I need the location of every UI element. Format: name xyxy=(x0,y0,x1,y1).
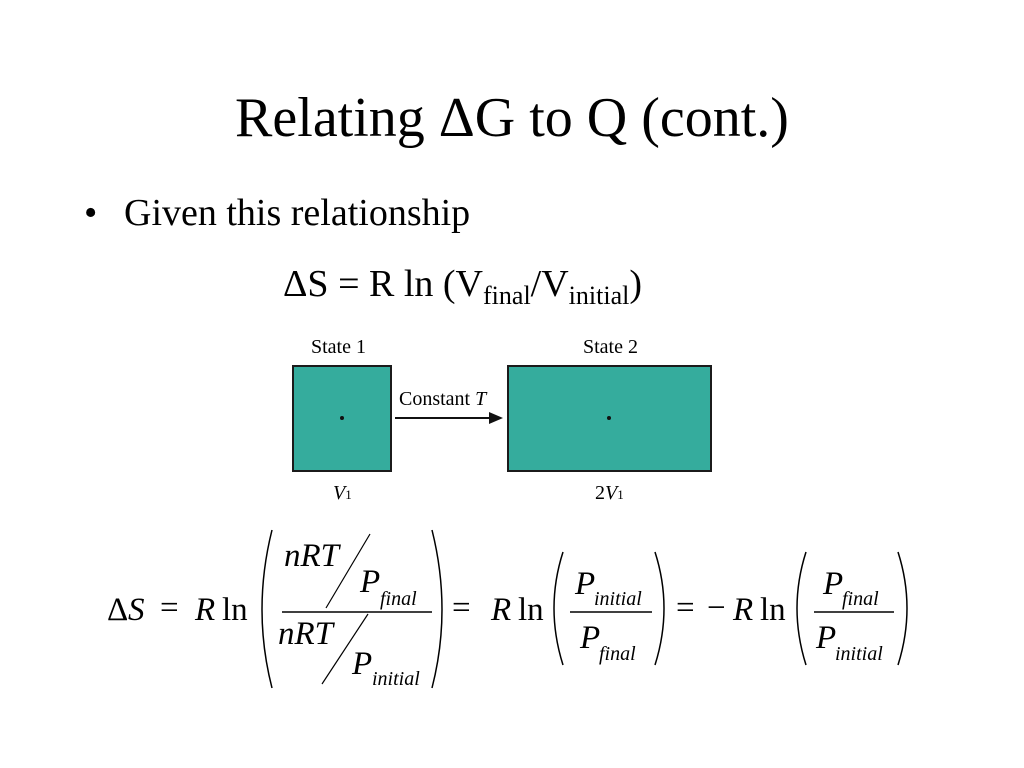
bullet-marker: • xyxy=(84,192,98,234)
paren-left-1 xyxy=(261,529,273,689)
eq2-P-2: P xyxy=(352,646,373,682)
eq2-delta: Δ xyxy=(107,592,129,628)
eq1-close: ) xyxy=(629,263,642,305)
eq2-P-5: P xyxy=(823,566,844,602)
eq1-sub-initial: initial xyxy=(568,281,630,310)
arrow-head xyxy=(489,412,503,424)
eq2-ln-1: ln xyxy=(222,592,248,628)
eq2-initial-2: initial xyxy=(594,588,642,610)
eq2-R-1: R xyxy=(195,592,216,628)
eq2-P-4: P xyxy=(580,620,601,656)
state1-point xyxy=(340,416,344,420)
v2-label: 2V1 xyxy=(595,482,624,504)
eq2-eq-3: = xyxy=(676,590,695,626)
eq2-initial-3: initial xyxy=(835,643,883,665)
bullet-item: • Given this relationship xyxy=(84,188,470,238)
slash-2 xyxy=(321,613,369,685)
eq2-ln-2: ln xyxy=(518,592,544,628)
eq2-nRT-2: nRT xyxy=(278,616,334,652)
entropy-volume-equation: ΔS = R ln (Vfinal/Vinitial) xyxy=(283,258,642,310)
paren-left-2 xyxy=(553,551,564,666)
eq2-eq-2: = xyxy=(452,590,471,626)
eq2-final-3: final xyxy=(842,588,879,610)
eq2-initial-1: initial xyxy=(372,668,420,690)
eq1-sub-final: final xyxy=(483,281,531,310)
state2-label: State 2 xyxy=(583,336,638,358)
arrow-shaft xyxy=(395,417,491,419)
eq2-minus: − xyxy=(707,590,726,626)
eq2-S: S xyxy=(128,592,145,628)
paren-right-1 xyxy=(431,529,443,689)
eq1-lhs: ΔS = R ln (V xyxy=(283,263,484,305)
paren-left-3 xyxy=(796,551,807,666)
eq2-final-1: final xyxy=(380,588,417,610)
eq2-nRT-1: nRT xyxy=(284,538,340,574)
paren-right-3 xyxy=(897,551,908,666)
eq2-ln-3: ln xyxy=(760,592,786,628)
state2-point xyxy=(607,416,611,420)
v1-label: V1 xyxy=(333,482,352,504)
slash-1 xyxy=(325,533,371,609)
slide-title: Relating ΔG to Q (cont.) xyxy=(235,87,789,149)
eq2-P-1: P xyxy=(360,564,381,600)
eq2-R-3: R xyxy=(733,592,754,628)
bullet-text: Given this relationship xyxy=(124,192,471,234)
expansion-diagram: State 1 State 2 Constant T V1 2V1 xyxy=(285,334,725,509)
eq1-slash: /V xyxy=(530,263,569,305)
eq2-eq-1: = xyxy=(160,590,179,626)
eq2-R-2: R xyxy=(491,592,512,628)
eq2-final-2: final xyxy=(599,643,636,665)
state1-label: State 1 xyxy=(311,336,366,358)
arrow-label: Constant T xyxy=(399,388,487,410)
eq2-P-6: P xyxy=(816,620,837,656)
paren-right-2 xyxy=(654,551,665,666)
eq2-P-3: P xyxy=(575,566,596,602)
